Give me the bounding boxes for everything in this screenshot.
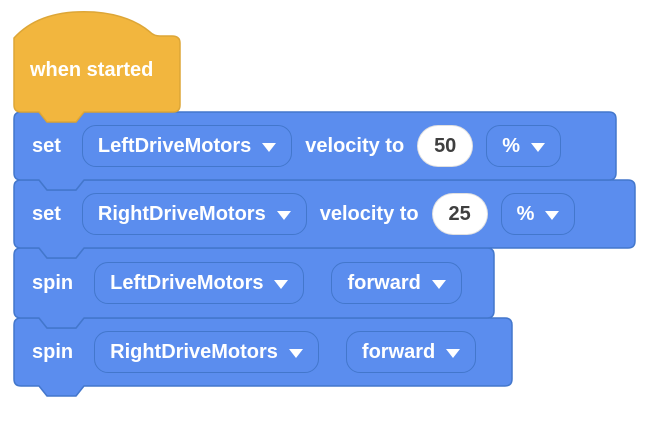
chevron-down-icon <box>274 280 289 289</box>
unit-dropdown[interactable]: % <box>500 193 576 235</box>
chevron-down-icon <box>288 349 303 358</box>
unit-dropdown-value: % <box>516 202 535 225</box>
block-shape <box>13 247 495 329</box>
direction-dropdown[interactable]: forward <box>345 331 477 373</box>
chevron-down-icon <box>276 211 291 220</box>
unit-dropdown[interactable]: % <box>486 125 561 167</box>
set-label: set <box>32 134 61 157</box>
chevron-down-icon <box>446 349 461 358</box>
block-spin-left[interactable]: spin LeftDriveMotors forward <box>13 247 495 329</box>
velocity-value-input[interactable]: 25 <box>431 193 488 235</box>
motor-dropdown[interactable]: RightDriveMotors <box>94 331 319 373</box>
chevron-down-icon <box>530 143 545 152</box>
chevron-down-icon <box>431 280 446 289</box>
block-set-velocity-right[interactable]: set RightDriveMotors velocity to 25 % <box>13 179 636 259</box>
velocity-value: 50 <box>434 134 457 157</box>
hat-block-label: when started <box>30 59 154 81</box>
velocity-to-label: velocity to <box>305 134 405 157</box>
unit-dropdown-value: % <box>502 134 520 157</box>
motor-dropdown[interactable]: LeftDriveMotors <box>94 262 305 304</box>
spin-label: spin <box>32 340 74 363</box>
velocity-to-label: velocity to <box>319 202 419 225</box>
motor-dropdown[interactable]: RightDriveMotors <box>81 193 307 235</box>
motor-dropdown-value: RightDriveMotors <box>97 202 266 225</box>
spin-label: spin <box>32 271 74 294</box>
motor-dropdown-value: LeftDriveMotors <box>97 134 252 157</box>
direction-dropdown-value: forward <box>347 271 421 294</box>
motor-dropdown-value: LeftDriveMotors <box>110 271 264 294</box>
motor-dropdown[interactable]: LeftDriveMotors <box>81 125 293 167</box>
direction-dropdown[interactable]: forward <box>331 262 462 304</box>
block-shape <box>13 317 513 397</box>
hat-block-when-started[interactable]: when started <box>13 10 181 124</box>
direction-dropdown-value: forward <box>361 340 436 363</box>
chevron-down-icon <box>545 211 560 220</box>
chevron-down-icon <box>262 143 277 152</box>
motor-dropdown-value: RightDriveMotors <box>110 340 278 363</box>
set-label: set <box>32 202 61 225</box>
velocity-value-input[interactable]: 50 <box>417 125 474 167</box>
hat-block-shape <box>13 10 181 123</box>
velocity-value: 25 <box>448 202 471 225</box>
block-spin-right[interactable]: spin RightDriveMotors forward <box>13 317 513 397</box>
block-set-velocity-left[interactable]: set LeftDriveMotors velocity to 50 % <box>13 111 617 191</box>
